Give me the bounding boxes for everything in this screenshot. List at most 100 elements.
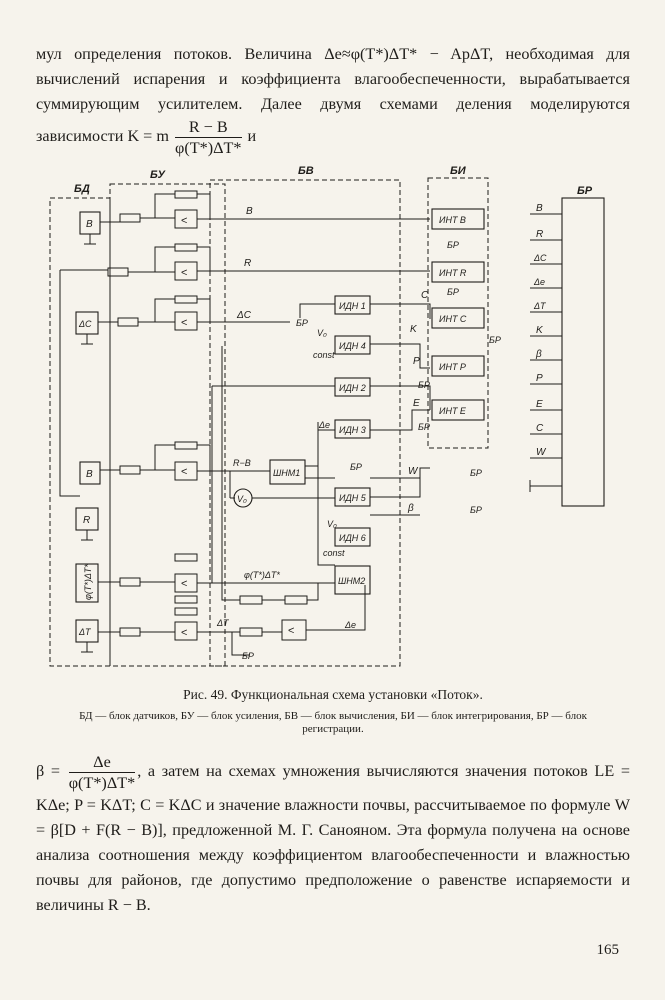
v0-source <box>233 488 253 508</box>
sensor-phi <box>75 563 99 603</box>
svg-text:β: β <box>535 349 542 360</box>
svg-text:<: < <box>181 578 187 590</box>
idn-2 <box>334 377 371 397</box>
page-number: 165 <box>596 942 620 958</box>
label-bv: БВ <box>298 165 314 177</box>
signal-bus <box>59 270 431 601</box>
svg-text:<: < <box>181 267 187 279</box>
signal-labels: B R ΔC БР БР БР БР БР БР БР БР БР БР K C… <box>216 206 501 661</box>
svg-text:<: < <box>181 215 187 227</box>
integrator-b <box>431 208 485 230</box>
svg-text:R: R <box>244 258 251 269</box>
svg-text:ИДН 1: ИДН 1 <box>339 301 366 311</box>
svg-text:β: β <box>407 503 414 514</box>
svg-text:<: < <box>181 466 187 478</box>
block-bi-frame <box>427 177 489 449</box>
svg-text:БР: БР <box>577 185 593 197</box>
svg-text:E: E <box>536 399 543 410</box>
paragraph-top-text: мул определения потоков. Величина Δe≈φ(T… <box>36 45 630 146</box>
svg-text:БР: БР <box>350 462 362 472</box>
svg-text:БР: БР <box>447 240 459 250</box>
fraction-beta-denominator: φ(T*)ΔT* <box>68 774 136 792</box>
sensor-b2-label: B <box>86 469 93 480</box>
integrator-r <box>431 261 485 283</box>
paragraph-top: мул определения потоков. Величина Δe≈φ(T… <box>36 42 630 158</box>
svg-text:W: W <box>408 466 419 477</box>
svg-text:ИДН 5: ИДН 5 <box>339 493 367 503</box>
svg-text:V₀: V₀ <box>237 494 247 504</box>
sensor-r-label: R <box>83 515 90 526</box>
svg-text:ИНТ B: ИНТ B <box>439 215 466 225</box>
svg-text:ШНМ2: ШНМ2 <box>338 576 365 586</box>
fraction-k: R − B φ(T*)ΔT* <box>175 117 242 158</box>
sensor-b-label: B <box>86 219 93 230</box>
amplifier-rows: <<< <<< < <box>60 190 430 656</box>
svg-text:ИНТ R: ИНТ R <box>439 268 467 278</box>
svg-text:БР: БР <box>418 422 430 432</box>
paragraph-top-end: и <box>247 127 257 146</box>
figure-caption: Рис. 49. Функциональная схема установки … <box>183 687 483 702</box>
svg-text:K: K <box>410 324 418 335</box>
block-bu-frame <box>109 183 226 667</box>
sensor-phi-label: φ(T*)ΔT* <box>83 564 93 600</box>
svg-text:C: C <box>421 290 429 301</box>
sensor-grounds <box>81 234 96 653</box>
svg-text:ΔC: ΔC <box>533 253 547 263</box>
paragraph-bottom: β = Δe φ(T*)ΔT* , а затем на схемах умно… <box>36 752 630 918</box>
svg-text:<: < <box>288 625 294 637</box>
svg-text:БР: БР <box>242 651 254 661</box>
fraction-k-denominator: φ(T*)ΔT* <box>175 139 242 157</box>
idn-6 <box>334 527 371 547</box>
svg-text:ΔT: ΔT <box>533 301 547 311</box>
svg-text:ИДН 2: ИДН 2 <box>339 383 366 393</box>
sensor-b2 <box>79 461 101 485</box>
fraction-k-numerator: R − B <box>175 117 242 138</box>
paragraph-bottom-text: , а затем на схемах умножения вычисляютс… <box>36 762 631 914</box>
integrator-e <box>431 399 485 421</box>
svg-text:БР: БР <box>470 505 482 515</box>
sensor-dc-label: ΔC <box>78 319 92 329</box>
fraction-beta-numerator: Δe <box>68 752 136 773</box>
idn-3 <box>334 419 371 439</box>
sensor-dt-label: ΔT <box>78 627 92 637</box>
svg-text:БР: БР <box>418 380 430 390</box>
svg-text:const: const <box>323 548 345 558</box>
beta-label: β = <box>36 762 61 781</box>
svg-text:P: P <box>536 373 543 384</box>
svg-text:ШНМ1: ШНМ1 <box>273 468 300 478</box>
svg-text:W: W <box>536 447 547 458</box>
svg-text:R: R <box>536 229 543 240</box>
idn-4 <box>334 335 371 355</box>
label-bu: БУ <box>150 169 167 181</box>
integrator-blocks: ИНТ B ИНТ R ИНТ C ИНТ P ИНТ E <box>431 208 485 421</box>
svg-text:БР: БР <box>296 318 308 328</box>
svg-text:φ(T*)ΔT*: φ(T*)ΔT* <box>244 570 280 580</box>
svg-text:ИДН 3: ИДН 3 <box>339 425 366 435</box>
svg-text:E: E <box>413 398 420 409</box>
recorder-block: БР B R ΔC Δe ΔT K β P E C W <box>529 185 605 507</box>
svg-text:БР: БР <box>489 335 501 345</box>
svg-text:C: C <box>536 423 544 434</box>
block-bd-frame <box>49 197 111 667</box>
svg-text:Δe: Δe <box>318 420 330 430</box>
svg-text:Δe: Δe <box>344 620 356 630</box>
shm-1 <box>269 459 306 485</box>
svg-text:ИНТ C: ИНТ C <box>439 314 467 324</box>
svg-text:B: B <box>536 203 543 214</box>
svg-text:V₀: V₀ <box>317 328 327 338</box>
svg-text:P: P <box>413 356 420 367</box>
integrator-p <box>431 355 485 377</box>
svg-text:<: < <box>181 317 187 329</box>
shm-2 <box>334 565 371 595</box>
label-bi: БИ <box>450 165 467 177</box>
svg-text:K: K <box>536 325 544 336</box>
idn-5 <box>334 487 371 507</box>
label-bd: БД <box>74 183 90 195</box>
svg-text:ИНТ P: ИНТ P <box>439 362 466 372</box>
figure-legend: БД — блок датчиков, БУ — блок усиления, … <box>79 710 587 735</box>
svg-text:БР: БР <box>470 468 482 478</box>
fraction-beta: Δe φ(T*)ΔT* <box>68 752 136 793</box>
block-bv-frame <box>209 179 401 667</box>
idn-1 <box>334 295 371 315</box>
svg-text:БР: БР <box>447 287 459 297</box>
